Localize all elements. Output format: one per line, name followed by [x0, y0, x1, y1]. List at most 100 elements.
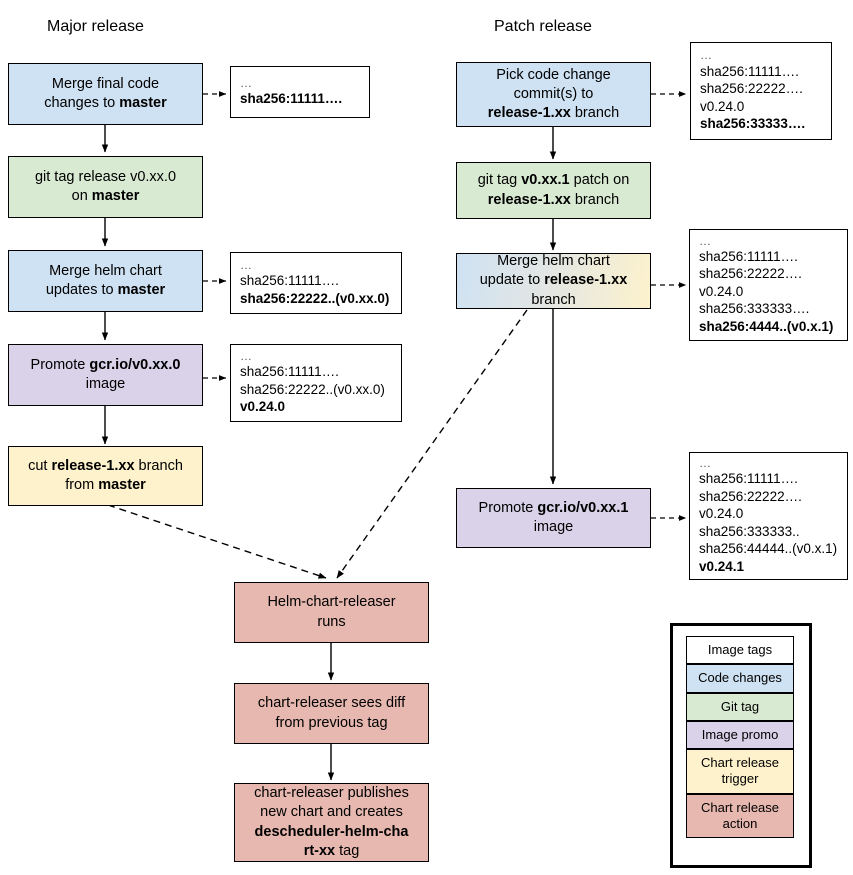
tagbox-line: sha256:11111….: [700, 63, 799, 79]
tagbox-line: …: [700, 48, 713, 63]
legend-label: Image promo: [701, 726, 779, 742]
node-line: image: [533, 519, 574, 535]
node-line-bold: release-1.xx: [51, 457, 135, 474]
tagbox-line: sha256:11111….: [699, 248, 798, 264]
node-line-bold: gcr.io/v0.xx.1: [537, 499, 629, 516]
node-line-bold: master: [119, 95, 167, 111]
node-line: Merge final code: [51, 75, 160, 92]
node-line: commit(s) to: [513, 85, 594, 102]
node-merge-helm-chart-release-branch[interactable]: Merge helm chart update to release-1.xx …: [456, 253, 651, 309]
tagbox-line: sha256:22222..(v0.xx.0): [240, 290, 390, 306]
tagbox-line: sha256:11111….: [240, 364, 339, 380]
node-line: branch: [570, 105, 620, 122]
node-line: chart-releaser sees diff: [257, 695, 406, 712]
node-line: git tag: [477, 172, 522, 189]
legend-item-image-tags: Image tags: [686, 636, 794, 665]
node-line: runs: [317, 613, 346, 630]
tagbox-line: sha256:11111….: [240, 90, 343, 106]
node-line: branch: [531, 291, 576, 308]
node-line: patch on: [569, 172, 630, 189]
node-chart-releaser-sees-diff[interactable]: chart-releaser sees diff from previous t…: [234, 683, 429, 744]
legend-label: Chart release action: [700, 799, 780, 831]
node-line: update to: [479, 272, 545, 289]
node-line: branch: [570, 191, 620, 208]
legend-item-git-tag: Git tag: [686, 692, 794, 721]
tagbox-line: v0.24.0: [699, 506, 744, 522]
node-line-bold: release-1.xx: [487, 105, 571, 122]
node-chart-releaser-publishes[interactable]: chart-releaser publishes new chart and c…: [234, 783, 429, 862]
node-line-bold: v0.xx.1: [521, 172, 570, 189]
node-line-bold: master: [98, 477, 146, 493]
tagbox-patch-2: … sha256:11111…. sha256:22222…. v0.24.0 …: [689, 229, 848, 341]
legend-item-code-changes: Code changes: [686, 664, 794, 693]
tagbox-major-2: … sha256:11111…. sha256:22222..(v0.xx.0): [230, 252, 402, 314]
node-line: from: [65, 477, 99, 493]
node-line: Promote: [478, 499, 538, 516]
node-line-bold: master: [117, 282, 166, 298]
node-line: Merge helm chart: [497, 253, 610, 270]
tagbox-major-3: … sha256:11111…. sha256:22222..(v0.xx.0)…: [230, 344, 402, 422]
tagbox-line: …: [240, 349, 253, 364]
tagbox-line: v0.24.0: [699, 283, 744, 299]
node-line: image: [85, 376, 126, 392]
node-line: Promote: [30, 356, 90, 373]
node-line: cut: [28, 457, 52, 474]
legend-label: Code changes: [698, 670, 782, 686]
legend-panel: Image tags Code changes Git tag Image pr…: [670, 623, 812, 868]
node-line: changes to: [44, 95, 120, 111]
node-git-tag-patch[interactable]: git tag v0.xx.1 patch on release-1.xx br…: [456, 162, 651, 219]
legend-item-image-promo: Image promo: [686, 720, 794, 749]
node-line-bold: gcr.io/v0.xx.0: [89, 356, 181, 373]
legend-item-chart-release-trigger: Chart release trigger: [686, 749, 794, 794]
tagbox-line: sha256:44444..(v0.x.1): [699, 541, 838, 557]
node-line: chart-releaser publishes: [254, 785, 409, 802]
tagbox-line: sha256:22222….: [700, 81, 803, 97]
node-line-bold: master: [91, 188, 140, 204]
legend-label: Image tags: [707, 642, 773, 657]
node-git-tag-release[interactable]: git tag release v0.xx.0 on master: [8, 156, 203, 218]
tagbox-line: sha256:22222….: [699, 488, 802, 504]
legend-label: Chart release trigger: [700, 755, 780, 787]
tagbox-line: sha256:11111….: [699, 470, 798, 486]
tagbox-major-1: … sha256:11111….: [230, 66, 370, 118]
node-line: updates to: [45, 282, 118, 298]
legend-label: Git tag: [720, 698, 760, 714]
node-line-bold: rt-xx: [303, 842, 336, 859]
tagbox-line: sha256:33333….: [700, 116, 806, 132]
node-line-bold: descheduler-helm-cha: [254, 823, 409, 840]
node-promote-image-major[interactable]: Promote gcr.io/v0.xx.0 image: [8, 344, 203, 406]
node-merge-final-code[interactable]: Merge final code changes to master: [8, 63, 203, 125]
tagbox-line: v0.24.0: [700, 98, 745, 114]
tagbox-line: sha256:4444..(v0.x.1): [699, 318, 834, 334]
tagbox-line: …: [240, 257, 253, 272]
node-line: new chart and creates: [260, 804, 403, 821]
node-line: Merge helm chart: [49, 262, 162, 279]
node-line: tag: [335, 842, 360, 859]
tagbox-line: v0.24.1: [699, 558, 745, 574]
legend-item-chart-release-action: Chart release action: [686, 793, 794, 838]
tagbox-line: sha256:22222….: [699, 266, 802, 282]
node-line: on: [71, 188, 92, 204]
node-promote-image-patch[interactable]: Promote gcr.io/v0.xx.1 image: [456, 488, 651, 548]
tagbox-patch-3: … sha256:11111…. sha256:22222…. v0.24.0 …: [689, 452, 848, 580]
node-line: Helm-chart-releaser: [267, 594, 396, 611]
node-line: branch: [134, 457, 183, 474]
node-helm-chart-releaser-runs[interactable]: Helm-chart-releaser runs: [234, 582, 429, 643]
node-line: git tag release v0.xx.0: [34, 168, 177, 185]
node-line: Pick code change: [496, 66, 611, 83]
tagbox-line: sha256:333333..: [699, 523, 800, 539]
tagbox-patch-1: … sha256:11111…. sha256:22222…. v0.24.0 …: [690, 42, 832, 140]
node-cut-release-branch[interactable]: cut release-1.xx branch from master: [8, 446, 203, 506]
section-title-patch: Patch release: [494, 18, 592, 35]
tagbox-line: sha256:22222..(v0.xx.0): [240, 381, 385, 397]
tagbox-line: v0.24.0: [240, 399, 286, 415]
tagbox-line: …: [699, 233, 712, 248]
tagbox-line: sha256:11111….: [240, 273, 339, 289]
node-line-bold: release-1.xx: [544, 272, 628, 289]
node-merge-helm-chart-master[interactable]: Merge helm chart updates to master: [8, 250, 203, 312]
tagbox-line: sha256:333333….: [699, 301, 810, 317]
section-title-major: Major release: [47, 18, 144, 35]
node-pick-code-change[interactable]: Pick code change commit(s) to release-1.…: [456, 62, 651, 127]
node-line-bold: release-1.xx: [487, 191, 571, 208]
